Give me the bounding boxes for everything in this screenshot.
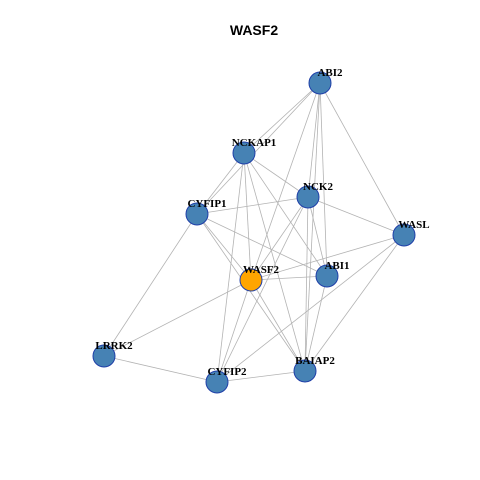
edge-wasf2-abi1 [250,275,328,281]
edge-abi2-nck2 [307,82,321,198]
node-cyfip1 [185,202,209,226]
node-label-cyfip1: CYFIP1 [187,198,226,210]
edge-abi2-nckap1 [243,82,321,154]
node-abi2 [308,71,332,95]
edge-nckap1-baiap2 [243,152,306,372]
node-label-nck2: NCK2 [303,181,333,193]
node-label-cyfip2: CYFIP2 [207,366,247,378]
edge-abi2-wasl [319,82,405,236]
edge-nckap1-wasf2 [243,152,252,281]
edge-cyfip1-lrrk2 [103,213,198,357]
node-label-nckap1: NCKAP1 [232,137,277,149]
node-nckap1 [232,141,256,165]
node-baiap2 [293,359,317,383]
edge-cyfip1-abi1 [196,213,328,277]
edge-nckap1-cyfip2 [216,152,245,383]
edge-wasl-wasf2 [250,234,405,281]
nodes-layer [92,71,416,394]
node-label-wasf2: WASF2 [243,264,280,276]
edge-wasl-baiap2 [304,234,405,372]
node-cyfip2 [205,370,229,394]
edge-abi2-cyfip1 [196,82,321,215]
edge-nck2-wasl [307,196,405,236]
edge-abi2-abi1 [319,82,328,277]
edge-nck2-abi1 [307,196,328,277]
edge-nck2-cyfip2 [216,196,309,383]
edge-nckap1-cyfip1 [196,152,245,215]
edge-wasf2-cyfip2 [216,279,252,383]
edge-wasf2-lrrk2 [103,279,252,357]
node-label-abi1: ABI1 [324,260,349,272]
edge-wasf2-baiap2 [250,279,306,372]
node-wasf2 [239,268,263,292]
edge-lrrk2-cyfip2 [103,355,218,383]
node-label-lrrk2: LRRK2 [95,340,133,352]
node-label-abi2: ABI2 [317,67,343,79]
node-label-wasl: WASL [398,219,429,231]
edge-abi1-baiap2 [304,275,328,372]
edges-layer [103,82,405,383]
edge-cyfip1-nck2 [196,196,309,215]
edge-nck2-baiap2 [304,196,309,372]
node-label-baiap2: BAIAP2 [295,355,335,367]
edge-cyfip1-wasf2 [196,213,252,281]
edge-nck2-wasf2 [250,196,309,281]
edge-abi2-baiap2 [304,82,321,372]
graph-title: WASF2 [230,22,278,38]
node-lrrk2 [92,344,116,368]
edge-cyfip2-baiap2 [216,370,306,383]
node-nck2 [296,185,320,209]
edge-nckap1-abi1 [243,152,328,277]
node-wasl [392,223,416,247]
edge-nckap1-nck2 [243,152,309,198]
edge-wasl-cyfip2 [216,234,405,383]
node-abi1 [315,264,339,288]
edge-cyfip1-baiap2 [196,213,306,372]
